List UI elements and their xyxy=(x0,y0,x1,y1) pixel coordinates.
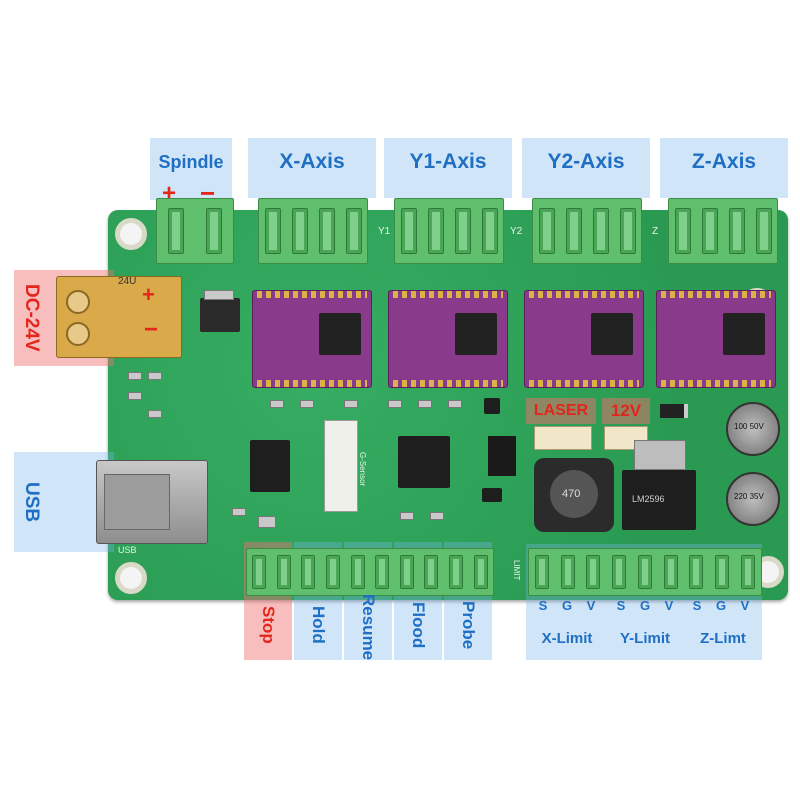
capacitor-220uf xyxy=(726,472,780,526)
diode xyxy=(660,404,688,418)
smd-resistor xyxy=(232,508,246,516)
power-screw-top xyxy=(66,290,90,314)
mounting-hole-bottom-left xyxy=(115,562,147,594)
laser-label: LASER xyxy=(533,402,589,419)
resume-label: Resume xyxy=(359,594,378,661)
smd-resistor xyxy=(418,400,432,408)
y1-axis-label-bg xyxy=(384,138,512,198)
limit-terminal xyxy=(528,548,762,596)
crystal xyxy=(258,516,276,528)
inductor-core xyxy=(550,470,598,518)
x-axis-terminal xyxy=(258,198,368,264)
smd-resistor xyxy=(128,392,142,400)
silk-y1: Y1 xyxy=(378,226,391,237)
voltage-regulator xyxy=(622,470,696,530)
usb-label: USB xyxy=(21,481,42,523)
capacitor-100uf xyxy=(726,402,780,456)
mosfet-tab xyxy=(204,290,234,300)
y2-axis-label-bg xyxy=(522,138,650,198)
z-axis-label-bg xyxy=(660,138,788,198)
silk-inductor: 470 xyxy=(562,488,581,500)
smd-resistor xyxy=(148,410,162,418)
silk-usb: USB xyxy=(118,545,137,555)
silk-limit: LIMIT xyxy=(512,560,521,581)
y1-axis-label: Y1-Axis xyxy=(409,150,487,173)
regulator-tab xyxy=(634,440,686,470)
power-plus: + xyxy=(142,282,155,307)
z-axis-terminal xyxy=(668,198,778,264)
x-limit-pin-s: S xyxy=(538,597,548,613)
power-label: DC-24V xyxy=(21,284,42,352)
silk-g-sensor: G-Sensor xyxy=(358,452,367,487)
smd-resistor xyxy=(270,400,284,408)
silk-cap-220: 220 35V xyxy=(734,492,764,501)
smd-resistor xyxy=(448,400,462,408)
power-screw-bottom xyxy=(66,322,90,346)
silk-z: Z xyxy=(652,226,659,237)
stepper-driver-z xyxy=(656,290,776,388)
y-limit-pin-v: V xyxy=(664,597,674,613)
smd-resistor xyxy=(430,512,444,520)
stop-label: Stop xyxy=(259,606,278,644)
z-limit-pin-g: G xyxy=(715,597,727,613)
usb-connector-inner xyxy=(104,474,170,530)
z-limit-pin-v: V xyxy=(740,597,750,613)
y-limit-pin-g: G xyxy=(639,597,651,613)
v12-label-bg xyxy=(602,398,650,424)
y1-axis-terminal xyxy=(394,198,504,264)
y2-axis-label: Y2-Axis xyxy=(547,150,625,173)
mosfet-q2 xyxy=(200,298,240,332)
laser-label-bg xyxy=(526,398,596,424)
x-axis-label-bg xyxy=(248,138,376,198)
y2-axis-terminal xyxy=(532,198,642,264)
probe-label: Probe xyxy=(459,600,478,650)
smd-resistor xyxy=(300,400,314,408)
power-minus: − xyxy=(144,316,159,343)
laser-connector xyxy=(534,426,592,450)
silk-24v: 24U xyxy=(118,276,137,287)
y-limit-pin-s: S xyxy=(616,597,626,613)
silk-regulator: LM2596 xyxy=(632,494,665,504)
x-limit-label: X-Limit xyxy=(541,629,593,647)
g-sensor-connector xyxy=(324,420,358,512)
microcontroller-chip xyxy=(398,436,450,488)
smd-resistor xyxy=(128,372,142,380)
usb-serial-chip xyxy=(250,440,290,492)
mounting-hole-top-left xyxy=(115,218,147,250)
y-limit-label: Y-Limit xyxy=(619,629,670,647)
spindle-label: Spindle xyxy=(158,151,224,172)
z-axis-label: Z-Axis xyxy=(691,150,757,173)
smd-resistor xyxy=(344,400,358,408)
x-axis-label: X-Axis xyxy=(279,150,345,173)
spindle-label-bg xyxy=(150,138,232,200)
x-limit-pin-v: V xyxy=(586,597,596,613)
silk-cap-100: 100 50V xyxy=(734,422,764,431)
control-terminal xyxy=(246,548,494,596)
smd-resistor xyxy=(148,372,162,380)
transistor-small xyxy=(482,488,502,502)
hold-label: Hold xyxy=(309,606,328,644)
z-limit-label: Z-Limt xyxy=(700,629,746,647)
x-limit-pin-g: G xyxy=(561,597,573,613)
z-limit-pin-s: S xyxy=(692,597,702,613)
smd-resistor xyxy=(388,400,402,408)
flood-label: Flood xyxy=(409,601,428,649)
stepper-driver-y2 xyxy=(524,290,644,388)
spindle-terminal xyxy=(156,198,234,264)
stepper-driver-x xyxy=(252,290,372,388)
silk-y2: Y2 xyxy=(510,226,523,237)
transistor-mosfet xyxy=(484,398,500,414)
stepper-driver-y1 xyxy=(388,290,508,388)
pin-header xyxy=(488,436,516,476)
smd-resistor xyxy=(400,512,414,520)
v12-label: 12V xyxy=(610,401,642,420)
